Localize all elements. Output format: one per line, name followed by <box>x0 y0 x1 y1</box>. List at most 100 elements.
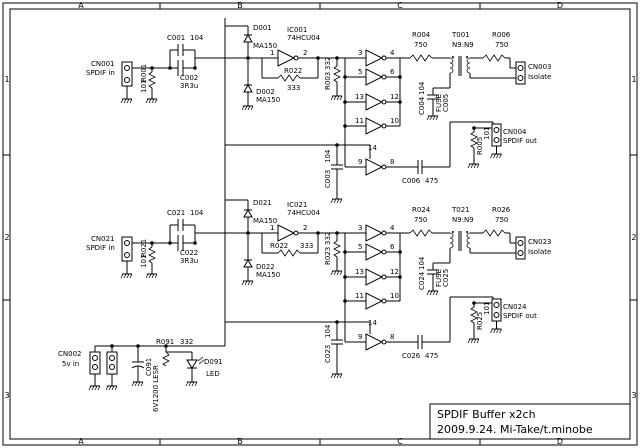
clamp-diode-top-ref: D021 <box>253 199 272 207</box>
power-connector: CN002 5v in <box>58 350 118 375</box>
feedback-resistor-ref: R022 <box>284 67 302 75</box>
decoupling-capacitor-ref: C003 <box>324 170 332 188</box>
input-connector-ref: CN021 <box>91 235 115 243</box>
grid-row-1-right: 1 <box>631 75 636 84</box>
termination-resistor-value: 101 <box>140 80 148 93</box>
clamp-diode-bottom-value: MA150 <box>256 271 280 279</box>
supply-bypass-capacitor: C024 104 <box>418 256 439 296</box>
ic-part: 74HCU04 <box>287 209 321 217</box>
parallel-capacitor-ref: C002 <box>180 74 198 82</box>
pulse-transformer-ref: T001 <box>451 31 470 39</box>
pin-1: 1 <box>270 49 274 57</box>
output-coupling-capacitor-value: 475 <box>425 177 438 185</box>
bulk-capacitor: C091 6V1200 LESR <box>131 346 160 412</box>
ic-ref: IC001 <box>287 26 307 34</box>
fuse-capacitor: C025 FUSE <box>435 269 450 287</box>
grid-row-3-right: 3 <box>631 391 636 400</box>
supply-bypass-capacitor-value: 104 <box>418 81 426 95</box>
input-connector-ref: CN001 <box>91 60 115 68</box>
feedback-resistor-ref: R022 <box>270 242 288 250</box>
pin-3: 3 <box>358 49 362 57</box>
power-connector-label: 5v in <box>62 360 79 368</box>
clamp-diode-top: D021 MA150 <box>243 199 277 233</box>
pin-13: 13 <box>355 93 364 101</box>
coupling-capacitor-ref: C001 <box>167 34 185 42</box>
clamp-diode-bottom-ref: D002 <box>256 88 275 96</box>
coupling-capacitor: C001 104 <box>167 34 204 76</box>
parallel-capacitor: C002 3R3u <box>180 74 198 90</box>
isolate-connector-label: Isolate <box>528 73 551 81</box>
parallel-capacitor-ref: C022 <box>180 249 198 257</box>
parallel-capacitor-value: 3R3u <box>180 257 198 265</box>
fuse-capacitor: C005 FUSE <box>435 94 450 112</box>
pin-10: 10 <box>390 117 399 125</box>
series-resistor-primary-value: 750 <box>414 41 427 49</box>
series-resistor-primary: R024 750 <box>409 206 433 237</box>
sheet-subtitle: 2009.9.24. Mi-Take/t.minobe <box>437 423 593 436</box>
led-resistor: R091 332 <box>156 338 193 367</box>
channel-block-1: CN001 SPDIF in R001 101 C001 104 <box>86 24 552 204</box>
bulk-capacitor-ref: C091 <box>145 358 153 376</box>
output-coupling-capacitor: C006 475 <box>402 160 438 185</box>
isolate-connector: CN003 Isolate <box>515 61 552 85</box>
output-resistor: R005 101 <box>467 127 491 169</box>
power-led-label: LED <box>206 370 220 378</box>
pulse-transformer-value: N9:N9 <box>452 216 474 224</box>
power-input-block: CN002 5v in C091 6V1200 LESR R091 332 <box>58 322 226 412</box>
supply-rails <box>224 18 370 323</box>
isolate-connector-ref: CN003 <box>528 63 552 71</box>
pin-14: 14 <box>368 144 377 152</box>
output-coupling-capacitor-ref: C026 <box>402 352 421 360</box>
isolate-connector-ref: CN023 <box>528 238 552 246</box>
pin-2: 2 <box>303 224 307 232</box>
grid-col-b-bottom: B <box>237 437 243 446</box>
pin-2: 2 <box>303 49 307 57</box>
pin-3: 3 <box>358 224 362 232</box>
pin-4: 4 <box>390 49 395 57</box>
grid-col-a-bottom: A <box>78 437 84 446</box>
output-resistor-ref: R005 <box>476 137 484 155</box>
supply-bypass-capacitor-ref: C024 <box>418 271 426 290</box>
decoupling-capacitor-ref: C023 <box>324 345 332 363</box>
termination-resistor: R021 101 <box>140 239 158 279</box>
supply-bypass-capacitor-value: 104 <box>418 256 426 270</box>
isolate-connector-label: Isolate <box>528 248 551 256</box>
pin-8: 8 <box>390 333 394 341</box>
output-coupling-capacitor-value: 475 <box>425 352 438 360</box>
input-connector: CN021 SPDIF in <box>86 235 133 262</box>
pin-8: 8 <box>390 158 394 166</box>
bias-resistor-value: 332 <box>324 57 332 70</box>
led-resistor-ref: R091 <box>156 338 174 346</box>
series-resistor-secondary-value: 750 <box>495 41 508 49</box>
title-block: SPDIF Buffer x2ch 2009.9.24. Mi-Take/t.m… <box>429 403 631 440</box>
clamp-diode-top-value: MA150 <box>253 217 277 225</box>
clamp-diode-bottom-ref: D022 <box>256 263 275 271</box>
input-connector: CN001 SPDIF in <box>86 60 133 87</box>
pin-9: 9 <box>358 333 362 341</box>
decoupling-capacitor: C023 104 <box>324 322 343 379</box>
fuse-capacitor-value: FUSE <box>435 269 443 287</box>
feedback-resistor: R022 333 <box>270 242 313 257</box>
parallel-capacitor: C022 3R3u <box>180 249 198 265</box>
pin-12: 12 <box>390 268 399 276</box>
pin-11: 11 <box>355 292 364 300</box>
series-resistor-primary-ref: R004 <box>412 31 431 39</box>
output-connector-ref: CN024 <box>503 303 527 311</box>
grid-row-2-left: 2 <box>4 233 9 242</box>
input-connector-label: SPDIF in <box>86 69 115 77</box>
decoupling-capacitor-value: 104 <box>324 149 332 163</box>
pin-6: 6 <box>390 68 395 76</box>
termination-resistor: R001 101 <box>140 64 158 104</box>
series-resistor-primary: R004 750 <box>409 31 433 62</box>
pin-13: 13 <box>355 268 364 276</box>
clamp-diode-bottom: D002 MA150 <box>241 58 280 111</box>
grid-col-d-bottom: D <box>557 437 563 446</box>
decoupling-capacitor-value: 104 <box>324 324 332 338</box>
coupling-capacitor-value: 104 <box>190 209 204 217</box>
grid-row-3-left: 3 <box>4 391 9 400</box>
parallel-capacitor-value: 3R3u <box>180 82 198 90</box>
coupling-capacitor-ref: C021 <box>167 209 185 217</box>
output-coupling-capacitor: C026 475 <box>402 335 438 360</box>
series-resistor-primary-ref: R024 <box>412 206 431 214</box>
